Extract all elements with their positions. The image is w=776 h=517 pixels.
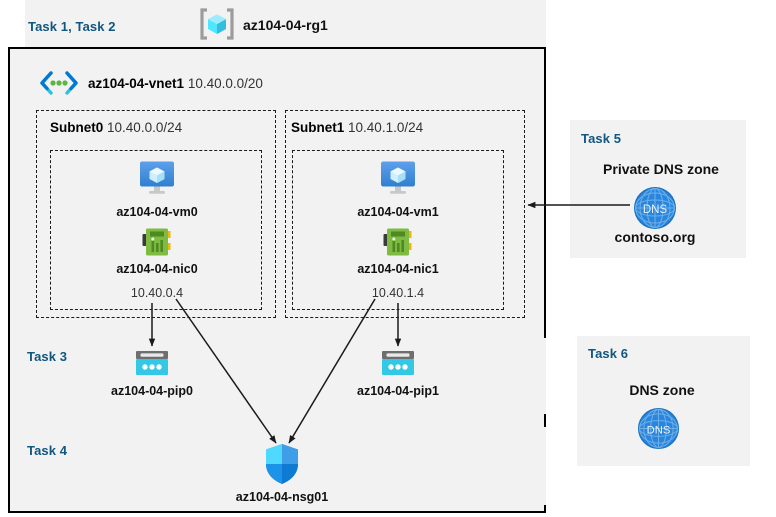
resource-group-name: az104-04-rg1 (243, 17, 328, 33)
nic0-ip: 10.40.0.4 (130, 286, 184, 300)
subnet1-header: Subnet1 10.40.1.0/24 (291, 120, 423, 135)
header-strip (25, 0, 546, 47)
nsg-name: az104-04-nsg01 (235, 490, 329, 504)
vm0-name: az104-04-vm0 (116, 205, 198, 219)
subnet0-name: Subnet0 (50, 120, 104, 135)
subnet0-cidr: 10.40.0.0/24 (107, 120, 183, 135)
nic0-name: az104-04-nic0 (116, 262, 198, 276)
network-security-group-shield-icon (264, 443, 300, 485)
public-ip-address-icon (380, 350, 416, 378)
subnet1-cidr: 10.40.1.0/24 (348, 120, 424, 135)
vnet-cidr: 10.40.0.0/20 (187, 76, 263, 91)
resource-group-icon (199, 6, 235, 42)
virtual-network-panel (18, 57, 536, 325)
task-label-6: Task 6 (588, 346, 629, 361)
subnet0-box (36, 110, 276, 318)
subnet1-box (285, 110, 525, 318)
network-interface-icon (382, 227, 415, 258)
dns-globe-icon: DNS (632, 185, 678, 231)
task-label-5: Task 5 (581, 131, 622, 146)
vnet-header: az104-04-vnet1 10.40.0.0/20 (88, 76, 263, 91)
nic1-name: az104-04-nic1 (357, 262, 439, 276)
vnet-name: az104-04-vnet1 (88, 76, 185, 91)
network-interface-icon (141, 227, 174, 258)
subnet0-header: Subnet0 10.40.0.0/24 (50, 120, 182, 135)
subnet1-name: Subnet1 (291, 120, 345, 135)
subnet0-inner-box (50, 150, 262, 310)
virtual-machine-icon (137, 160, 177, 196)
virtual-machine-icon (378, 160, 418, 196)
pip1-name: az104-04-pip1 (357, 384, 439, 398)
vm1-name: az104-04-vm1 (357, 205, 439, 219)
private-dns-zone-heading: Private DNS zone (603, 161, 719, 177)
public-ip-panel (18, 338, 546, 414)
task-label-1-2: Task 1, Task 2 (28, 19, 116, 34)
dns-globe-icon: DNS (636, 406, 681, 451)
svg-text:DNS: DNS (643, 204, 668, 216)
nic1-ip: 10.40.1.4 (371, 286, 425, 300)
virtual-network-icon (36, 70, 82, 96)
task-label-4: Task 4 (27, 443, 68, 458)
public-ip-address-icon (134, 350, 170, 378)
svg-text:DNS: DNS (647, 424, 671, 436)
dns-zone-heading: DNS zone (629, 382, 695, 398)
task-label-3: Task 3 (27, 349, 68, 364)
private-dns-zone-name: contoso.org (614, 229, 696, 245)
pip0-name: az104-04-pip0 (111, 384, 193, 398)
